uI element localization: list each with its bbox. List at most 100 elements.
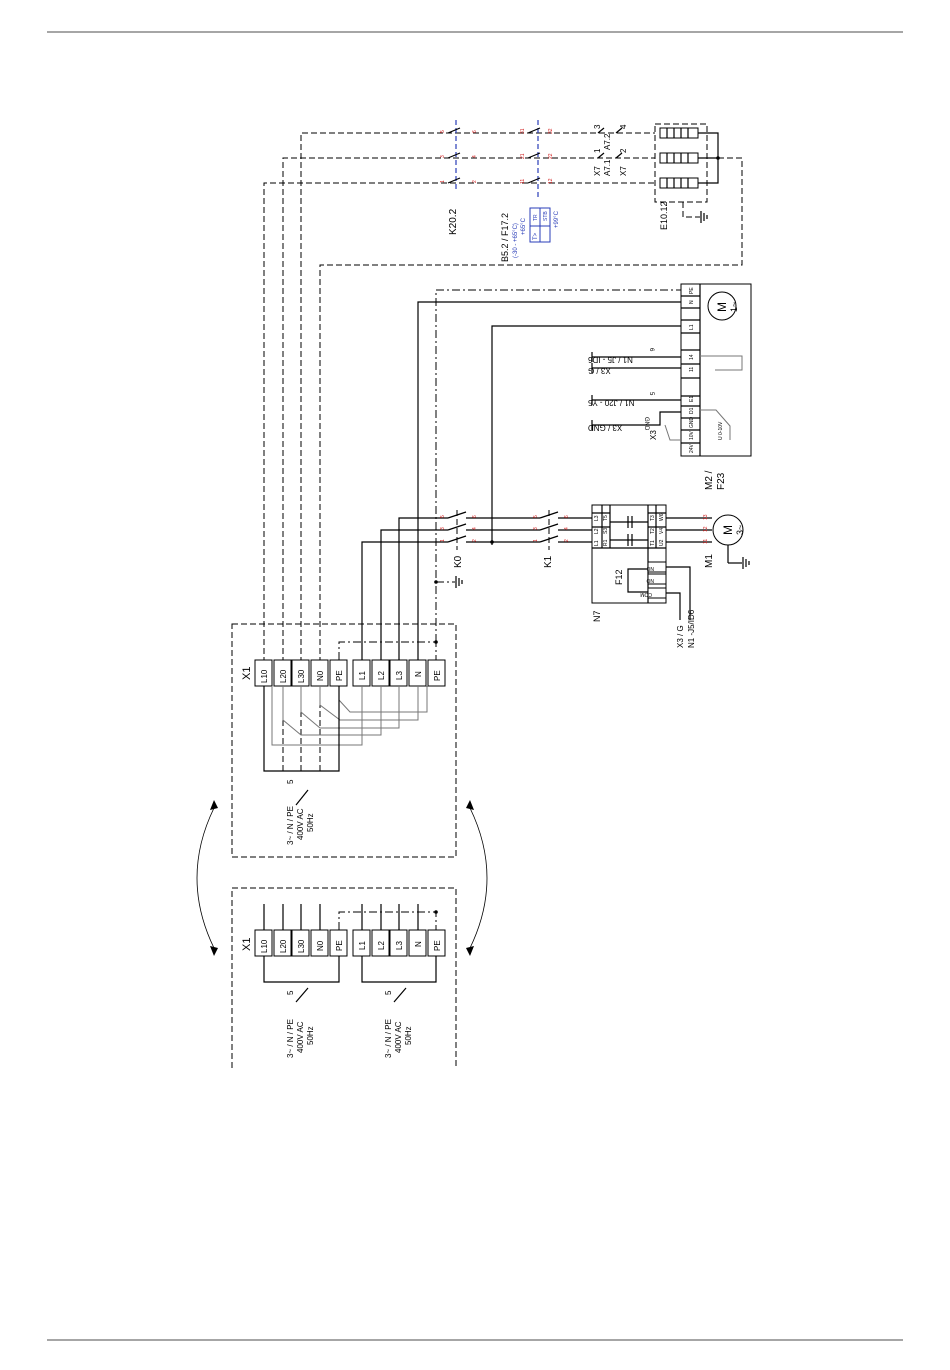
th-wire-12: 12 (548, 178, 554, 184)
x1-upper-label: X1 (241, 667, 253, 680)
x1l-term-pe2: PE (433, 940, 442, 951)
x1-lower-label: X1 (241, 938, 253, 951)
x1l-term-l3: L3 (395, 941, 404, 950)
x1l-term-l20: L20 (279, 939, 288, 953)
heater-p3: 3 (593, 124, 602, 129)
m1-phase: 3~ (735, 525, 745, 535)
x1u-supply-1: 3~ / N / PE (286, 806, 295, 845)
k0-wire-4: 4 (472, 527, 478, 530)
fan-pin-11: 11 (689, 367, 695, 372)
heater-x7a: X7 (593, 166, 602, 176)
f12-label: F12 (614, 569, 624, 585)
n7-pin-u2: U2 (659, 539, 665, 546)
fan-pin-10v: 10V (689, 430, 695, 440)
k0-wire-6: 6 (472, 515, 478, 518)
fan-pin-n: N (689, 300, 695, 304)
swap-arrows (196, 800, 488, 956)
x1u-supply-3: 50Hz (306, 813, 315, 832)
th-wire-31: 31 (520, 128, 526, 134)
fan-x3: X3 (649, 430, 658, 440)
k20-wire-1: 1 (440, 180, 446, 183)
fan-name: M2 / (704, 470, 715, 490)
m1-term-12: 12 (703, 526, 709, 532)
fan-label-g: X3 / G (588, 366, 611, 375)
x1u-cable-count: 5 (286, 779, 295, 784)
k20-label: K20.2 (448, 208, 459, 235)
x1-lower-box (231, 887, 457, 1068)
fan-pin-gnd: GND (689, 417, 695, 429)
m1-term-11: 11 (703, 539, 709, 544)
fan-label-gnd: X3 / GND (588, 423, 622, 432)
k1-wire-4: 4 (564, 527, 570, 530)
k20-wire-3: 3 (440, 155, 446, 158)
x1l-term-l30: L30 (297, 939, 306, 953)
heater-p4: 4 (619, 124, 628, 129)
x1u-term-pe: PE (335, 670, 344, 681)
thermostat-t: T> (533, 232, 539, 240)
n7-pin-l2: L2 (594, 528, 600, 534)
x1l-term-pe: PE (335, 940, 344, 951)
heater-a72: A7.2 (603, 133, 612, 150)
k0-wire-5: 5 (440, 515, 446, 518)
x1l-supply-1a: 3~ / N / PE (286, 1019, 295, 1058)
n7-pin-l3: L3 (594, 515, 600, 521)
fan-wire6: 6 (648, 348, 654, 352)
x1u-term-l20: L20 (279, 669, 288, 683)
x1u-term-n0: N0 (316, 670, 325, 681)
heater-a71: A7.1 (603, 159, 612, 176)
relay-nc: NC (646, 565, 654, 571)
x1l-cable-count-1: 5 (286, 990, 295, 995)
fan-signal: U 0-10V (718, 421, 724, 440)
n7-pin-t3: T3 (650, 515, 656, 521)
relay-com: COM (640, 591, 652, 597)
heater-p2: 2 (619, 148, 628, 153)
k20-wire-6: 6 (472, 130, 478, 133)
n7-pin-t5: T5 (603, 515, 609, 521)
th-wire-11: 11 (520, 179, 526, 184)
fan-name2: F23 (716, 472, 727, 490)
k20-wire-4: 4 (472, 155, 478, 158)
th-wire-22: 22 (548, 153, 554, 159)
x1u-term-l10: L10 (260, 669, 269, 683)
k1-wire-2: 2 (564, 539, 570, 542)
heater-x7b: X7 (619, 166, 628, 176)
n7-pin-v4: V4 (659, 528, 665, 534)
n7-pin-s3: S3 (603, 528, 609, 534)
x1-upper-box (231, 623, 457, 858)
heater-p1: 1 (593, 148, 602, 153)
x1u-term-l1: L1 (358, 671, 367, 680)
fan-motor-m: M (715, 302, 729, 312)
thermostat-stb: STB (543, 211, 549, 221)
thermostat-set1: +65°C (521, 217, 527, 235)
k20-wire-5: 5 (440, 130, 446, 133)
n7-label: N7 (592, 610, 602, 622)
x1u-term-l3: L3 (395, 671, 404, 680)
x1l-supply-2b: 400V AC (394, 1021, 403, 1053)
th-wire-32: 32 (548, 128, 554, 134)
heater-circuit (263, 120, 743, 771)
fan-pin-24v: 24V (689, 443, 695, 453)
k1-wire-3: 3 (533, 527, 539, 530)
x1u-term-pe2: PE (433, 670, 442, 681)
k20-wire-2: 2 (472, 180, 478, 183)
heater-name: E10.12 (659, 201, 669, 230)
x1u-term-l30: L30 (297, 669, 306, 683)
thermostat-range: (-30 - +65°C) (513, 223, 519, 258)
th-wire-21: 21 (520, 153, 526, 159)
x1u-term-l2: L2 (377, 671, 386, 680)
fan-pin-e1: E1 (689, 396, 695, 402)
k0-wire-2: 2 (472, 539, 478, 542)
fan-pin-d1: D1 (689, 407, 695, 414)
x1l-term-n: N (414, 941, 423, 947)
fan-wire5: 5 (648, 392, 654, 396)
x1l-term-l10: L10 (260, 939, 269, 953)
fan-pin-14: 14 (689, 354, 695, 360)
x1l-supply-2a: 400V AC (296, 1021, 305, 1053)
n7-label1: X3 / G (676, 625, 685, 648)
n7-pin-r1: R1 (603, 539, 609, 546)
fan-label-id6: N1 / J5 - ID6 (587, 355, 632, 364)
thermostat-set2: +99°C (554, 210, 560, 228)
x1u-term-n: N (414, 671, 423, 677)
fan-label-y5: N1 / J20 - Y5 (587, 398, 634, 407)
n7-pin-l1: L1 (594, 540, 600, 546)
